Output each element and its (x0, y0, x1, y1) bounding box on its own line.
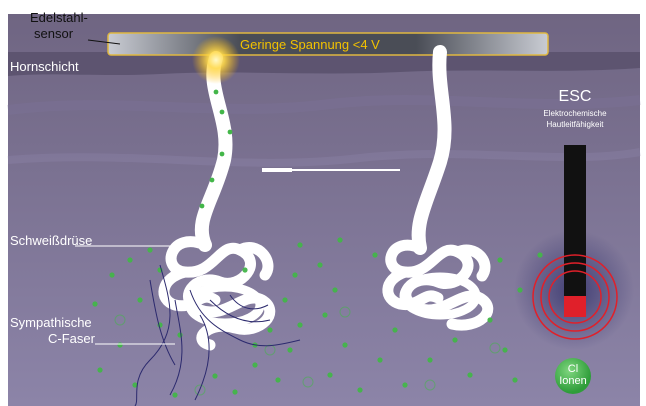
sensor-label-line1: Edelstahl- (30, 11, 88, 25)
nerve-label-line1: Sympathische (10, 315, 92, 331)
background-top (0, 0, 646, 14)
esc-subtitle-line1: Elektrochemische (515, 108, 635, 119)
nerve-label-line2: C-Faser (48, 331, 95, 347)
scale-bar-tick (262, 168, 292, 172)
sweat-gland-label: Schweißdrüse (10, 233, 92, 249)
esc-gauge (564, 145, 586, 317)
ion-label-line2: Ionen (553, 375, 593, 387)
current-glow (192, 36, 240, 84)
esc-gauge-fill (564, 296, 586, 317)
ion-label-line1: Cl (553, 363, 593, 375)
voltage-label: Geringe Spannung <4 V (240, 37, 380, 52)
esc-title: ESC (515, 88, 635, 106)
stratum-label: Hornschicht (10, 59, 79, 75)
sensor-label-line2: sensor (34, 27, 73, 41)
esc-subtitle-line2: Hautleitfähigkeit (515, 119, 635, 130)
